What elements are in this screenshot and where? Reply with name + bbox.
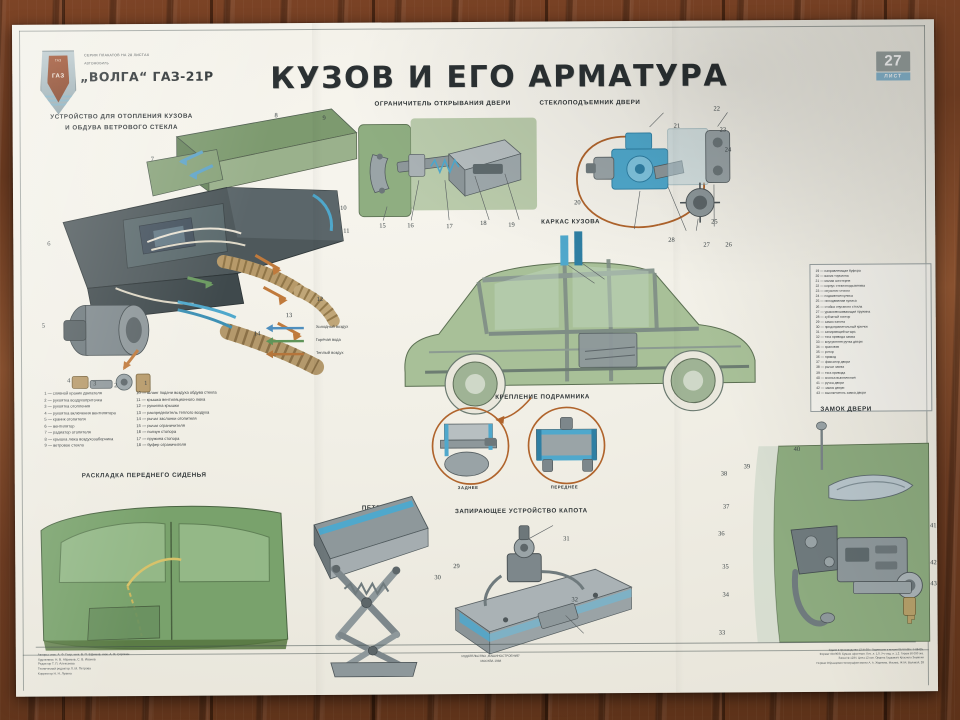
callout-41: 41 (930, 522, 937, 530)
frame-rule-left (18, 30, 25, 691)
subframe-front-label: ПЕРЕДНЕЕ (550, 484, 579, 490)
callout-23: 23 (719, 126, 727, 134)
legend-left-column-1: 1 — сливной краник двигателя 2 — рукоятк… (44, 390, 116, 449)
callout-6: 6 (47, 240, 51, 248)
warm-air-arrow-icon (265, 350, 304, 359)
window-regulator-illustration (576, 112, 731, 231)
callout-43: 43 (930, 580, 937, 588)
legend-item: 10 — шланг подачи воздуха обдува стекла (136, 389, 217, 396)
frame-rule-top (18, 25, 925, 32)
callout-31: 31 (563, 535, 570, 543)
seat-recline-illustration (40, 505, 289, 651)
imprint-line: Первая Образцовая типография имени А. А.… (816, 659, 924, 665)
page-badge: 27 ЛИСТ (876, 51, 911, 83)
section-heading-seat-recline: РАСКЛАДКА ПЕРЕДНЕГО СИДЕНЬЯ (81, 471, 207, 480)
flow-legend: Холодный воздух Горячая вода Теплый возд… (264, 323, 348, 362)
callout-10: 10 (340, 204, 347, 212)
hood-latch-illustration (454, 525, 633, 655)
callout-7: 7 (150, 155, 155, 163)
imprint-right: Сдано в производство 12.III.68 г. Подпис… (656, 647, 924, 665)
callout-39: 39 (743, 463, 751, 471)
section-heading-door-limiter: ОГРАНИЧИТЕЛЬ ОТКРЫВАНИЯ ДВЕРИ (374, 99, 511, 108)
series-line-1: СЕРИЯ ПЛАКАТОВ НА 28 ЛИСТАХ (84, 52, 150, 58)
poster-sheet: ГАЗ ГАЗ СЕРИЯ ПЛАКАТОВ НА 28 ЛИСТАХ АВТО… (11, 19, 939, 697)
callout-14: 14 (253, 330, 261, 338)
legend-right-list: 19 — направляющая буфера 20 — валик торс… (815, 269, 870, 396)
imprint-left: Авторы: инж. А. Ф. Гаар, инж. В. П. Ефим… (38, 652, 130, 676)
callout-40: 40 (793, 446, 801, 454)
imprint-line: Корректор Н. Н. Лукина (37, 671, 72, 676)
callout-32: 32 (571, 596, 579, 604)
series-line-2: АВТОМОБИЛЬ (84, 61, 109, 66)
heater-illustration (62, 108, 358, 393)
page-badge-number: 27 (876, 51, 911, 72)
callout-8: 8 (274, 112, 278, 120)
callout-33: 33 (718, 629, 726, 637)
subframe-mount-illustration (431, 406, 606, 485)
cold-air-arrow-icon (265, 324, 304, 333)
callout-42: 42 (930, 559, 937, 567)
callout-2: 2 (114, 382, 118, 390)
callout-36: 36 (718, 530, 725, 538)
legend-left-column-2: 10 — шланг подачи воздуха обдува стекла … (136, 390, 217, 449)
callout-29: 29 (453, 563, 460, 571)
callout-35: 35 (722, 563, 729, 571)
callout-24: 24 (724, 146, 732, 154)
callout-34: 34 (722, 591, 729, 599)
callout-5: 5 (41, 322, 46, 330)
callout-4: 4 (67, 377, 71, 385)
callout-20: 20 (574, 199, 581, 207)
imprint-center: ИЗДАТЕЛЬСТВО „МАШИНОСТРОЕНИЕ“ МОСКВА 196… (421, 653, 561, 663)
model-name: „ВОЛГА“ ГАЗ-21Р (80, 68, 214, 85)
legend-item: 43 — выключатель замка двери (816, 390, 866, 395)
callout-9: 9 (322, 114, 326, 122)
callout-30: 30 (434, 574, 441, 582)
section-heading-door-lock: ЗАМОК ДВЕРИ (820, 405, 872, 413)
page-badge-label: ЛИСТ (876, 72, 911, 81)
hot-water-arrow-icon (265, 337, 304, 346)
section-heading-window-regulator: СТЕКЛОПОДЪЕМНИК ДВЕРИ (539, 98, 641, 107)
door-lock-illustration (752, 421, 931, 643)
door-limiter-illustration (358, 117, 538, 221)
subframe-rear-label: ЗАДНЕЕ (457, 484, 479, 491)
imprint-line: МОСКВА 1968 (480, 658, 502, 663)
legend-item: 9 — ветровое стекло (44, 442, 84, 449)
body-frame-illustration (404, 231, 756, 424)
shield-mark-text: ГАЗ (51, 73, 65, 80)
hood-hinge-illustration (313, 495, 429, 678)
callout-13: 13 (285, 312, 293, 320)
callout-3: 3 (93, 380, 97, 388)
legend-item: 18 — буфер ограничителя (136, 442, 187, 448)
shield-top-text: ГАЗ (54, 58, 62, 63)
callout-37: 37 (722, 503, 730, 511)
callout-1: 1 (144, 380, 148, 388)
callout-38: 38 (720, 470, 728, 478)
callout-22: 22 (713, 105, 721, 113)
callout-11: 11 (343, 227, 350, 235)
